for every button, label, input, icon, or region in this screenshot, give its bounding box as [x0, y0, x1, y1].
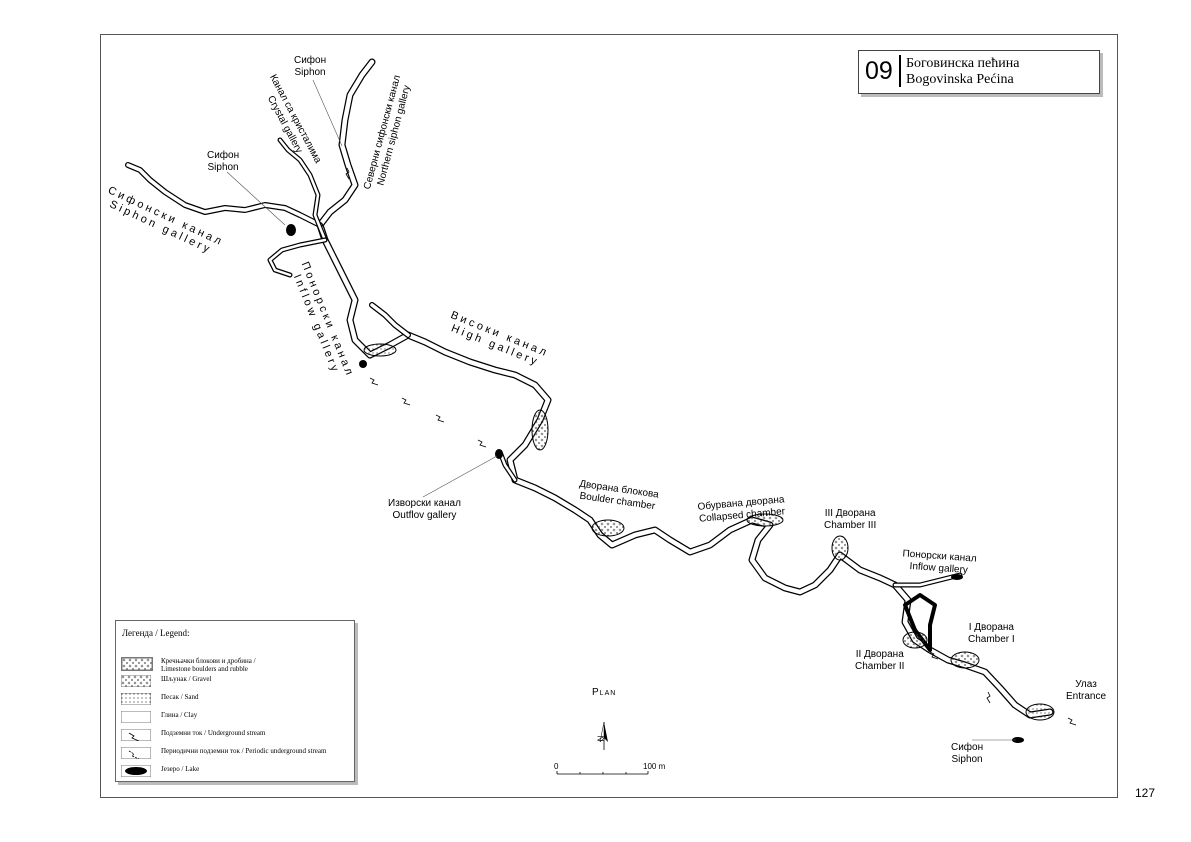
legend-boulders-line2: Limestone boulders and rubble	[161, 665, 248, 673]
legend-boulders-line1: Кречњачки блокови и дробина /	[161, 657, 256, 665]
periodic-stream-arrow-icon	[121, 747, 151, 759]
main-gallery-outline	[316, 58, 1054, 719]
sand-pattern-icon	[121, 693, 151, 705]
north-arrow-icon	[599, 721, 608, 750]
legend-clay-text: Глина / Clay	[161, 711, 198, 719]
main-gallery-inner	[317, 59, 1053, 718]
legend-periodic-stream-text: Периодични подземни ток / Periodic under…	[161, 747, 327, 755]
cave-name-latin: Bogovinska Pećina	[906, 72, 1014, 87]
boulders-pattern-icon	[121, 657, 153, 671]
collapsed-chamber	[746, 513, 784, 527]
stream-arrow	[435, 414, 445, 423]
legend-sand-text: Песак / Sand	[161, 693, 199, 701]
lake-fill-icon	[121, 765, 151, 777]
cave-number: 09	[865, 57, 893, 85]
stream-arrow	[477, 439, 487, 448]
lake-outflow	[495, 449, 503, 459]
north-label: N	[596, 735, 606, 742]
boulder-chamber	[591, 519, 625, 537]
lake-inflow-left	[359, 360, 367, 368]
stream-arrow-icon	[121, 729, 151, 741]
title-box: 09 Боговинска пећина Bogovinska Pećina	[858, 50, 1100, 94]
scale-start-label: 0	[554, 762, 559, 771]
entrance-chamber	[1025, 703, 1055, 721]
stream-arrow	[1067, 717, 1077, 726]
high-gallery-chamber	[363, 343, 397, 357]
legend-item-clay: Глина / Clay	[121, 711, 349, 725]
legend: Легенда / Legend: Кречњачки блокови и др…	[115, 620, 355, 782]
scale-bar	[556, 771, 649, 775]
lakes	[286, 224, 1024, 743]
title-separator	[899, 55, 901, 87]
legend-gravel-text: Шљунак / Gravel	[161, 675, 212, 683]
stream-arrow	[345, 167, 350, 180]
stream-arrow	[986, 691, 991, 704]
legend-stream-text: Подземни ток / Underground stream	[161, 729, 266, 737]
mid-chamber	[531, 409, 549, 451]
legend-item-stream: Подземни ток / Underground stream	[121, 729, 349, 743]
gravel-pattern-icon	[121, 675, 151, 687]
legend-item-gravel: Шљунак / Gravel	[121, 675, 349, 689]
chamber-three	[831, 535, 849, 561]
stream-arrow	[929, 651, 939, 660]
stream-arrow	[401, 397, 411, 406]
map-frame	[100, 34, 1118, 798]
lake-inflow-right	[951, 574, 963, 580]
legend-item-lake: Језеро / Lake	[121, 765, 349, 779]
stream-arrow	[369, 377, 379, 386]
scale-end-label: 100 m	[643, 762, 666, 771]
legend-lake-text: Језеро / Lake	[161, 765, 200, 773]
clay-pattern-icon	[121, 711, 151, 723]
legend-item-periodic-stream: Периодични подземни ток / Periodic under…	[121, 747, 349, 761]
cave-name-serbian: Боговинска пећина	[906, 56, 1020, 71]
legend-item-boulders: Кречњачки блокови и дробина / Limestone …	[121, 657, 349, 673]
lake-siphon-bottom	[1012, 737, 1024, 743]
chamber-two	[902, 631, 928, 649]
leader-lines	[226, 79, 1016, 741]
page-number: 127	[1135, 786, 1156, 800]
chambers	[363, 343, 1055, 721]
chamber-one	[950, 651, 980, 669]
lake-siphon-mid	[286, 224, 296, 236]
legend-item-sand: Песак / Sand	[121, 693, 349, 707]
stream-symbols	[345, 167, 1077, 726]
loop-passage	[903, 593, 937, 652]
legend-title: Легенда / Legend:	[122, 628, 190, 638]
plan-label: Plan	[592, 687, 617, 698]
cave-passage	[125, 58, 1054, 719]
